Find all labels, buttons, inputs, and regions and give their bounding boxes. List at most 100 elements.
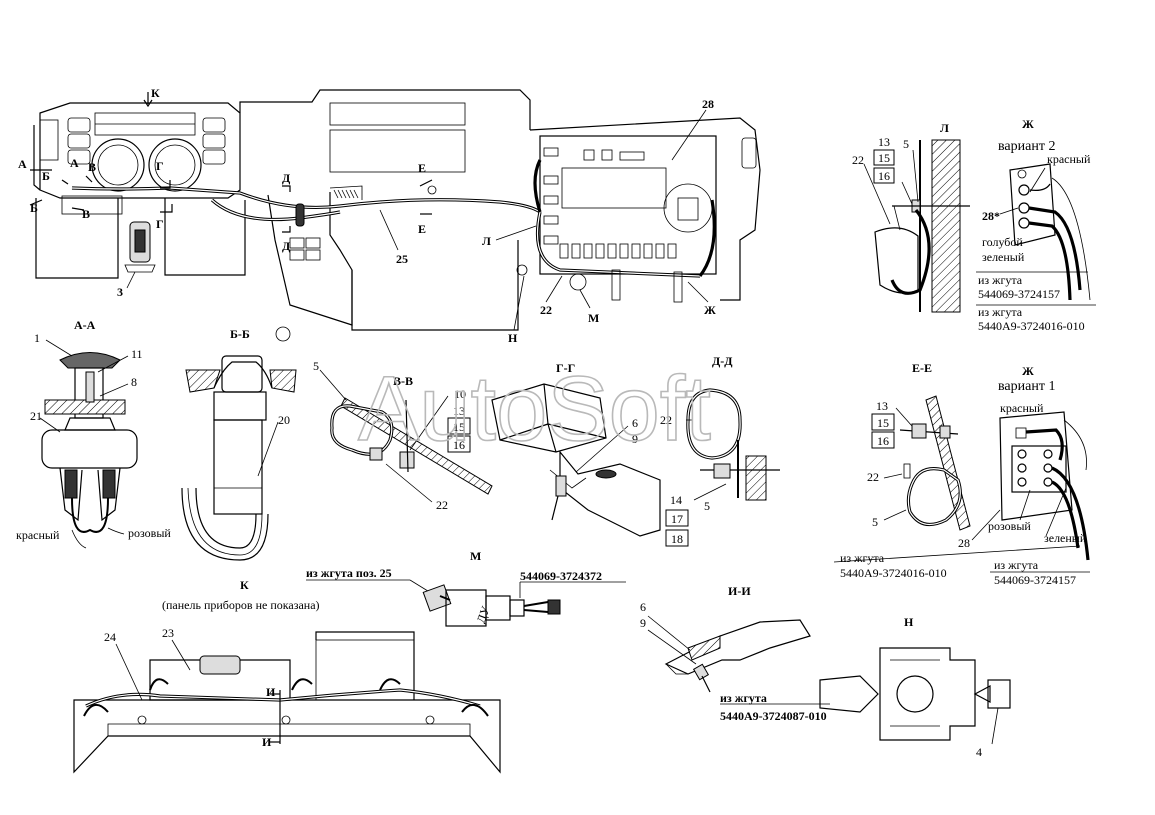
view-k-title: К [240,578,249,592]
callout-k: К [151,86,160,100]
section-vv-title: В-В [393,374,413,388]
view-zh1-from2: из жгута [994,558,1039,572]
callout-b-top: Б [42,169,50,183]
view-k-23: 23 [162,626,174,640]
view-zh2-blue: голубой [982,235,1023,249]
callout-b-bottom: Б [30,201,38,215]
section-aa-8: 8 [131,375,137,389]
view-zh2-from1: из жгута [978,273,1023,287]
section-bb-20: 20 [278,413,290,427]
view-l-title: Л [940,121,949,135]
section-vv-5: 5 [313,359,319,373]
callout-e-bottom: Е [418,222,426,236]
view-zh-variant-2: Ж вариант 2 красный 28* голубой зеленый … [976,117,1096,333]
callout-m: М [588,311,599,325]
section-vv-15: 15 [453,420,465,434]
section-ee-16: 16 [877,434,889,448]
main-dashboard-view: К А А Б Б В В Г Г Д Д Е Е 3 25 28 Л 22 М… [18,86,761,345]
view-l-5: 5 [903,137,909,151]
callout-zh: Ж [704,303,716,317]
view-m-title: М [470,549,481,563]
section-markers [29,92,433,233]
view-zh1-title: Ж [1022,364,1034,378]
view-zh1-from1: из жгута [840,551,885,565]
view-m: М из жгута поз. 25 544069-3724372 ДУ [306,549,626,627]
section-aa-1: 1 [34,331,40,345]
callout-v-bottom: В [82,207,90,221]
view-zh2-title: Ж [1022,117,1034,131]
section-vv-13: 13 [453,404,465,418]
section-gg-title: Г-Г [556,361,575,375]
section-bb: Б-Б 20 [181,326,297,561]
view-k-i-bottom: И [262,735,272,749]
section-dd-17: 17 [671,512,683,526]
view-zh1-green: зеленый [1044,531,1087,545]
callout-d-top: Д [282,171,291,185]
section-dd: Д-Д 22 14 17 18 5 [660,354,780,547]
callout-g-bottom: Г [156,217,164,231]
callout-e-top: Е [418,161,426,175]
view-zh1-28: 28 [958,536,970,550]
section-aa-21: 21 [30,409,42,423]
section-ii-title: И-И [728,584,751,598]
callout-h: Н [508,331,518,345]
vent-grille [333,189,359,199]
section-ii: И-И 6 9 из жгута 5440А9-3724087-010 [640,584,830,723]
view-zh1-pink: розовый [988,519,1031,533]
view-l-15: 15 [878,151,890,165]
callout-v-top: В [88,160,96,174]
callout-28: 28 [702,97,714,111]
view-k-note: (панель приборов не показана) [162,598,320,612]
section-ii-from: из жгута [720,691,767,705]
section-ee: Е-Е 13 15 16 22 5 [867,361,971,531]
section-dd-5: 5 [704,499,710,513]
section-bb-title: Б-Б [230,327,250,341]
view-zh2-28: 28* [982,209,1000,223]
section-gg-9: 9 [632,432,638,446]
section-dd-14: 14 [670,493,682,507]
view-k-24: 24 [104,630,116,644]
callout-d-bottom: Д [282,239,291,253]
view-l-13: 13 [878,135,890,149]
view-zh1-harness2: 544069-3724157 [994,573,1076,587]
callout-g-top: Г [156,159,164,173]
section-dd-22: 22 [660,413,672,427]
view-m-du: ДУ [474,604,493,625]
section-ee-13: 13 [876,399,888,413]
callout-25: 25 [396,252,408,266]
section-vv-16: 16 [453,438,465,452]
section-dd-title: Д-Д [712,354,733,368]
callout-a-right: А [70,156,79,170]
watermark: AutoSoft [358,358,711,460]
section-ee-22: 22 [867,470,879,484]
view-m-from-harness: из жгута поз. 25 [306,566,392,580]
section-vv-10: 10 [454,387,466,401]
view-m-part: 544069-3724372 [520,569,602,583]
view-zh2-harness1: 544069-3724157 [978,287,1060,301]
view-zh2-from2: из жгута [978,305,1023,319]
view-zh1-red: красный [1000,401,1044,415]
view-k-i-top: И [266,685,276,699]
section-ee-15: 15 [877,416,889,430]
section-ii-6: 6 [640,600,646,614]
section-gg-6: 6 [632,416,638,430]
view-zh2-harness2: 5440А9-3724016-010 [978,319,1085,333]
relay-row-bottom [559,243,677,259]
view-zh-variant-1: Ж вариант 1 красный розовый зеленый 28 и… [833,364,1090,587]
view-n-4: 4 [976,745,982,759]
terminal-block [1011,445,1067,493]
view-n-title: Н [904,615,914,629]
view-zh2-green: зеленый [982,250,1025,264]
section-ee-title: Е-Е [912,361,932,375]
section-aa-title: А-А [74,318,96,332]
section-ii-harness: 5440А9-3724087-010 [720,709,827,723]
view-zh2-red: красный [1047,152,1091,166]
section-aa-11: 11 [131,347,143,361]
view-l-22: 22 [852,153,864,167]
view-n: Н 4 [819,615,1011,759]
section-vv-22: 22 [436,498,448,512]
section-dd-18: 18 [671,532,683,546]
section-aa-pink: розовый [128,526,171,540]
view-l: Л 13 15 16 5 22 [852,121,970,313]
